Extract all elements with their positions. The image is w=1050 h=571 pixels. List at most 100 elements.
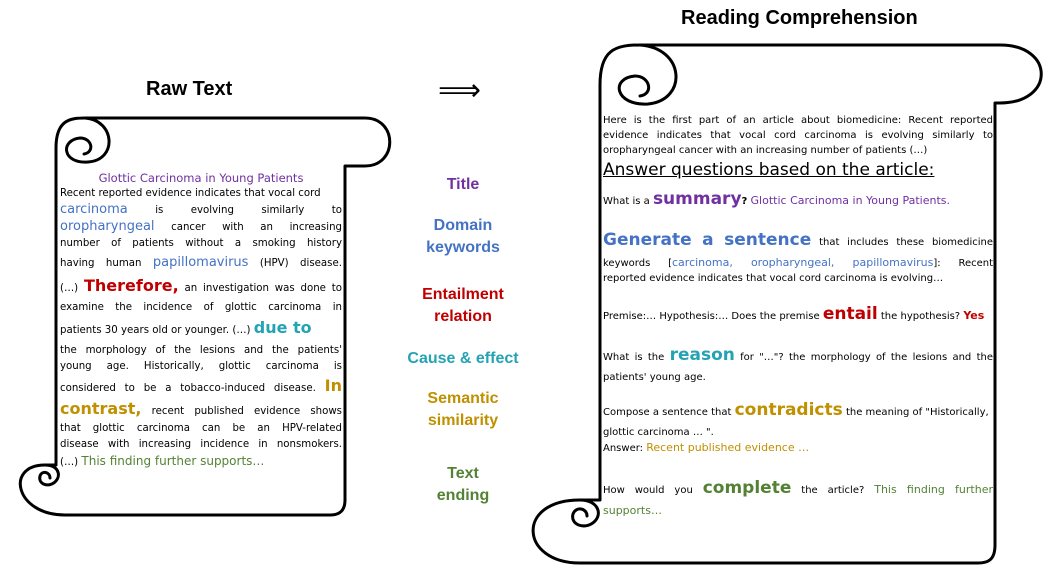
category-line: relation: [434, 308, 492, 325]
category-semantic-similarity: Semantic similarity: [398, 388, 528, 432]
raw-line: disease with increasing incidence in non…: [60, 439, 342, 450]
contrast-in: In: [324, 376, 342, 395]
category-line: similarity: [427, 412, 499, 429]
entailment-therefore: Therefore,: [83, 276, 179, 295]
rc-line: keywords [carcinoma, oropharyngeal, papi…: [603, 255, 993, 271]
raw-line: having human papillomavirus (HPV) diseas…: [60, 252, 342, 275]
rc-question-contradict: Compose a sentence that contradicts the …: [603, 398, 993, 456]
rc-text: the article?: [801, 485, 865, 496]
category-title: Title: [446, 176, 480, 193]
raw-text-heading: Raw Text: [146, 78, 233, 100]
rc-text: that includes these biomedicine: [819, 237, 993, 248]
raw-line: carcinoma is evolving similarly to: [60, 202, 342, 219]
rc-question-reason: What is the reason for "…"? the morpholo…: [603, 343, 993, 385]
rc-intro: Here is the first part of an article abo…: [603, 113, 993, 158]
summary-keyword: summary: [652, 189, 742, 209]
raw-text-span: cancer with an increasing: [171, 222, 342, 233]
entail-answer: Yes: [963, 309, 985, 322]
category-line: Domain: [433, 217, 493, 234]
rc-line: Here is the first part of an article abo…: [603, 115, 993, 126]
category-cause-effect: Cause & effect: [407, 350, 519, 367]
rc-question-complete: How would you complete the article? This…: [603, 476, 993, 518]
raw-text-span: having human: [60, 258, 142, 269]
keyword-carcinoma: carcinoma: [60, 202, 128, 217]
category-domain-keywords: Domain keywords: [398, 215, 528, 259]
reading-comprehension-heading: Reading Comprehension: [681, 7, 918, 29]
complete-answer: This finding further: [874, 483, 993, 496]
raw-line: oropharyngeal cancer with an increasing: [60, 219, 342, 236]
raw-line: young age. Historically, glottic carcino…: [60, 361, 342, 372]
entail-keyword: entail: [822, 304, 878, 324]
category-text-ending: Text ending: [398, 463, 528, 507]
rc-text: What is the: [603, 352, 665, 363]
rc-question-keywords: Generate a sentence that includes these …: [603, 228, 993, 286]
contradict-answer: Recent published evidence …: [646, 441, 810, 454]
rc-question-entail: Premise:… Hypothesis:… Does the premise …: [603, 302, 993, 329]
raw-text-span: an investigation was done to: [184, 283, 343, 294]
raw-line: number of patients without a smoking his…: [60, 238, 342, 249]
category-line: Semantic: [427, 390, 499, 407]
raw-line: the morphology of the lesions and the pa…: [60, 345, 342, 356]
rc-line: How would you complete the article? This…: [603, 476, 993, 503]
rc-text: keywords [: [603, 258, 672, 269]
raw-text-span: patients 30 years old or younger. (…): [60, 325, 251, 336]
reason-keyword: reason: [669, 345, 735, 365]
cause-due-to: due to: [253, 318, 312, 337]
rc-line: Compose a sentence that contradicts the …: [603, 398, 993, 425]
category-entailment: Entailment relation: [398, 284, 528, 328]
raw-text-span: considered to be a tobacco-induced disea…: [60, 383, 316, 394]
rc-line: Answer: Recent published evidence …: [603, 440, 993, 456]
raw-text-body: Glottic Carcinoma in Young Patients Rece…: [60, 170, 342, 471]
keyword-oropharyngeal: oropharyngeal: [60, 219, 155, 234]
left-scroll: [18, 116, 392, 517]
rc-line: evidence indicates that vocal cord carci…: [603, 130, 993, 141]
rc-text: for "…"? the morphology of the lesions a…: [740, 352, 993, 363]
rc-text: Answer:: [603, 443, 644, 454]
rc-answer-heading: Answer questions based on the article:: [603, 160, 935, 180]
raw-line: contrast, recent published evidence show…: [60, 400, 342, 421]
text-ending: This finding further supports…: [81, 454, 265, 468]
contrast-word: contrast,: [60, 399, 142, 418]
rc-line: patients' young age.: [603, 372, 706, 383]
rc-text: the meaning of "Historically,: [845, 407, 989, 418]
raw-line: considered to be a tobacco-induced disea…: [60, 375, 342, 400]
rc-text: What is a: [603, 196, 650, 207]
summary-answer: Glottic Carcinoma in Young Patients.: [750, 194, 950, 207]
rc-line: Generate a sentence that includes these …: [603, 228, 993, 255]
raw-line: examine the incidence of glottic carcino…: [60, 302, 342, 313]
category-line: Entailment: [422, 286, 504, 303]
category-line: keywords: [426, 239, 500, 256]
raw-line: patients 30 years old or younger. (…) du…: [60, 316, 342, 343]
raw-text-span: (…): [60, 283, 79, 294]
rc-question-summary: What is a summary? Glottic Carcinoma in …: [603, 188, 993, 213]
keyword-papillomavirus: papillomavirus: [152, 255, 249, 270]
raw-title: Glottic Carcinoma in Young Patients: [98, 171, 304, 185]
raw-text-span: (HPV) disease.: [259, 258, 342, 269]
raw-text-span: is evolving similarly to: [155, 205, 342, 216]
contradicts-keyword: contradicts: [734, 400, 843, 420]
rc-text: the hypothesis?: [880, 311, 961, 322]
category-line: Text: [447, 465, 479, 482]
complete-keyword: complete: [702, 478, 792, 498]
rc-text: ]: Recent: [933, 258, 994, 269]
rc-line: reported evidence indicates that vocal c…: [603, 273, 944, 284]
rc-text: Compose a sentence that: [603, 407, 732, 418]
category-line: ending: [436, 487, 490, 504]
raw-line: (…) Therefore, an investigation was done…: [60, 275, 342, 300]
arrow-icon: ⟹: [438, 73, 482, 108]
rc-text: ?: [741, 196, 748, 207]
rc-line: glottic carcinoma … ".: [603, 427, 714, 438]
rc-line: What is the reason for "…"? the morpholo…: [603, 343, 993, 370]
keyword-list: carcinoma, oropharyngeal, papillomavirus: [672, 256, 934, 269]
raw-text-span: recent published evidence shows: [151, 406, 342, 417]
raw-line: Recent reported evidence indicates that …: [60, 188, 321, 199]
raw-text-span: (…): [60, 457, 79, 468]
rc-line: oropharyngeal cancer with an increasing …: [603, 145, 928, 156]
right-scroll: [531, 43, 1043, 565]
complete-answer-cont: supports…: [603, 504, 662, 517]
generate-sentence-keyword: Generate a sentence: [603, 230, 812, 250]
rc-text: How would you: [603, 485, 693, 496]
raw-line: that glottic carcinoma can be an HPV-rel…: [60, 423, 342, 434]
rc-text: Premise:… Hypothesis:… Does the premise: [603, 311, 820, 322]
